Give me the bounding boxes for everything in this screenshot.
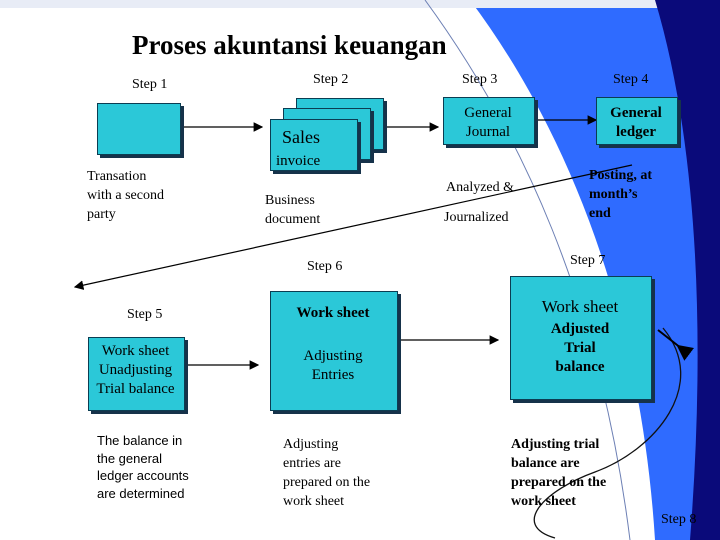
work-sheet-label-7: Work sheet bbox=[541, 297, 619, 316]
general-journal-label: General Journal bbox=[464, 105, 512, 140]
adjusted-trial-prep-note: Adjusting trial balance are prepared on … bbox=[511, 437, 607, 509]
posting-note: Posting, at month’s end bbox=[589, 168, 652, 221]
page-title: Proses akuntansi keuangan bbox=[132, 30, 447, 60]
step-5-label: Step 5 bbox=[127, 307, 163, 322]
sales-invoice-label-1: Sales bbox=[282, 127, 320, 147]
adjusted-trial-balance-box bbox=[510, 276, 652, 400]
adjusted-trial-balance-label: Adjusted Trial balance bbox=[550, 321, 610, 375]
work-sheet-label-6: Work sheet bbox=[296, 305, 370, 321]
step-4-label: Step 4 bbox=[613, 72, 649, 87]
arrow-step4-to-step5 bbox=[73, 164, 633, 290]
sales-invoice-label-2: invoice bbox=[276, 153, 321, 169]
unadjusting-trial-balance-label: Work sheet Unadjusting Trial balance bbox=[96, 343, 175, 397]
journalized-note: Journalized bbox=[444, 210, 509, 225]
step-3-label: Step 3 bbox=[462, 72, 498, 87]
top-band bbox=[0, 0, 720, 8]
transaction-note: Transation with a second party bbox=[87, 169, 164, 222]
adjusting-prep-note: Adjusting entries are prepared on the wo… bbox=[283, 437, 371, 509]
business-document-note: Business document bbox=[265, 193, 321, 227]
balance-note: The balance in the general ledger accoun… bbox=[97, 433, 189, 501]
step-1-label: Step 1 bbox=[132, 77, 168, 92]
step-2-label: Step 2 bbox=[313, 72, 349, 87]
step-8-label: Step 8 bbox=[661, 512, 697, 527]
adjusting-entries-label: Adjusting Entries bbox=[303, 348, 363, 383]
thin-curve-top bbox=[424, 0, 631, 540]
general-journal-box bbox=[443, 97, 535, 145]
analyzed-note: Analyzed & bbox=[446, 180, 515, 195]
arrow-step7-head bbox=[657, 329, 694, 361]
step-7-label: Step 7 bbox=[570, 253, 606, 268]
work-sheet-adjusting-box bbox=[270, 291, 398, 411]
general-ledger-label: General ledger bbox=[610, 105, 662, 140]
step-1-box bbox=[97, 103, 181, 155]
dark-curve bbox=[655, 0, 720, 540]
sales-invoice-box bbox=[270, 119, 358, 171]
step-6-label: Step 6 bbox=[307, 259, 343, 274]
unadjusting-trial-balance-box bbox=[88, 337, 185, 411]
arrow-step7-to-step8 bbox=[533, 327, 682, 539]
general-ledger-box bbox=[596, 97, 678, 145]
